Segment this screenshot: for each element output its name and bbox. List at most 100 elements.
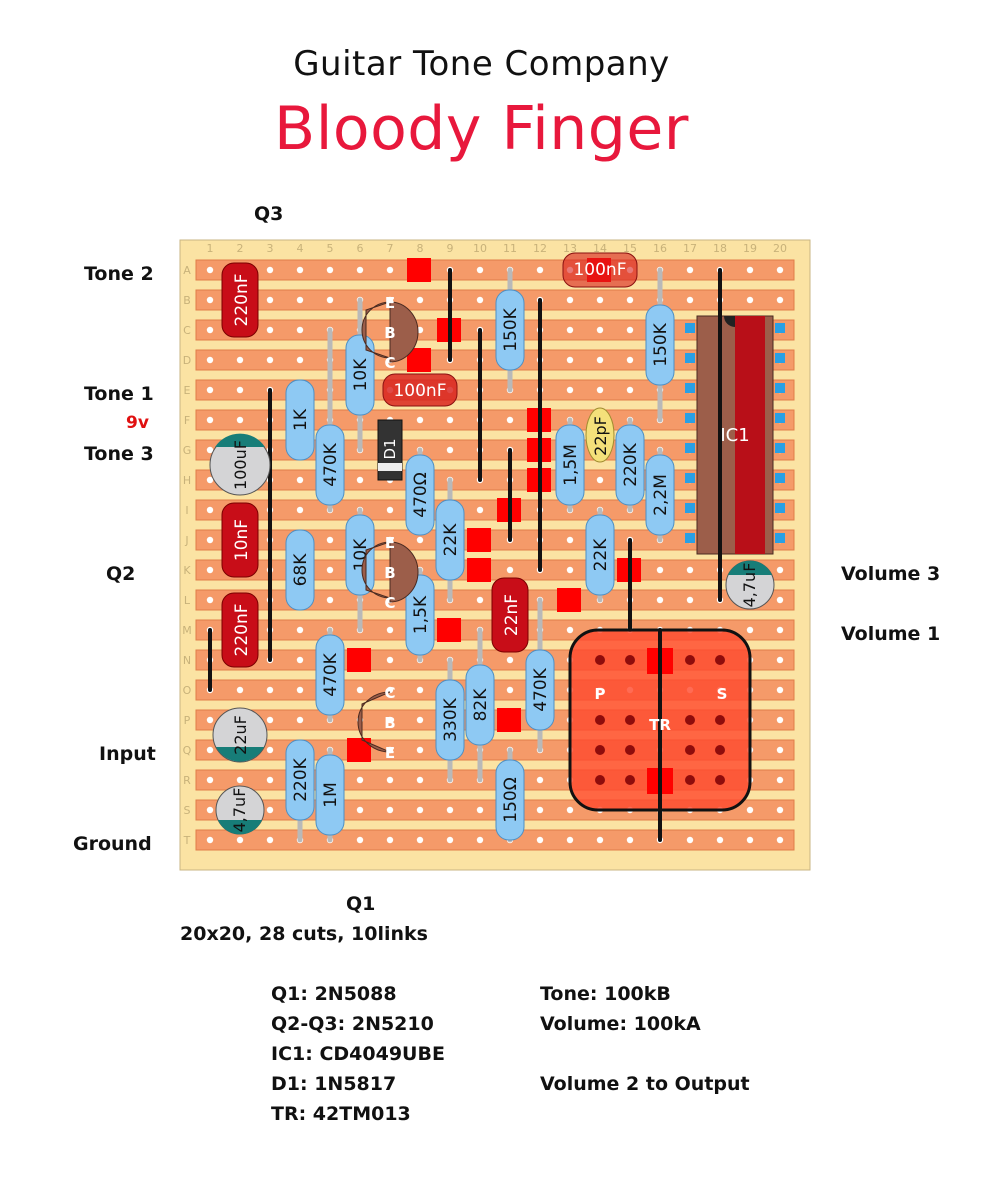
cap-100nf-top: 100nF <box>562 252 638 288</box>
hole <box>236 356 244 364</box>
copper-strip <box>195 829 795 851</box>
hole <box>356 686 364 694</box>
column-label: 14 <box>593 242 607 255</box>
hole <box>206 326 214 334</box>
svg-text:B: B <box>384 564 395 582</box>
row-label: Q <box>183 744 192 757</box>
row-label: G <box>183 444 192 457</box>
resistors: 1K 68K 220K 470K 470K 1M 10K 10K 470Ω 1,… <box>285 289 675 841</box>
resistor-10k-a: 10K <box>345 334 375 416</box>
hole <box>626 836 634 844</box>
hole <box>656 566 664 574</box>
hole <box>296 476 304 484</box>
hole <box>386 716 394 724</box>
column-label: 17 <box>683 242 697 255</box>
svg-text:470K: 470K <box>321 652 341 696</box>
hole <box>296 356 304 364</box>
hole <box>566 536 574 544</box>
hole <box>386 626 394 634</box>
hole <box>236 776 244 784</box>
hole <box>356 776 364 784</box>
column-label: 1 <box>207 242 214 255</box>
hole <box>266 686 274 694</box>
hole <box>326 296 334 304</box>
hole <box>416 746 424 754</box>
copper-strip <box>195 319 795 341</box>
resistor-1-5k: 1,5K <box>405 574 435 656</box>
hole <box>206 566 214 574</box>
hole <box>596 356 604 364</box>
hole <box>416 536 424 544</box>
hole <box>206 506 214 514</box>
hole <box>746 266 754 274</box>
row-label: E <box>184 384 191 397</box>
hole <box>416 416 424 424</box>
stats-note: 20x20, 28 cuts, 10links <box>180 923 428 945</box>
hole <box>716 836 724 844</box>
hole <box>386 506 394 514</box>
svg-text:B: B <box>384 324 395 342</box>
hole <box>386 266 394 274</box>
note-tr: TR: 42TM013 <box>271 1103 411 1125</box>
hole <box>596 326 604 334</box>
resistor-2-2m: 2,2M <box>645 454 675 536</box>
column-label: 16 <box>653 242 667 255</box>
hole <box>296 656 304 664</box>
svg-text:220nF: 220nF <box>232 273 252 326</box>
pedal-title: Bloody Finger <box>274 94 689 164</box>
hole <box>266 326 274 334</box>
svg-text:470Ω: 470Ω <box>411 472 431 517</box>
note-d1: D1: 1N5817 <box>271 1073 397 1095</box>
row-label: J <box>184 534 188 547</box>
column-label: 5 <box>327 242 334 255</box>
hole <box>776 836 784 844</box>
hole <box>266 776 274 784</box>
hole <box>416 296 424 304</box>
hole <box>776 746 784 754</box>
label-q2: Q2 <box>106 563 136 585</box>
cap-4-7uf-left: 4,7uF <box>215 785 265 835</box>
label-tone2: Tone 2 <box>84 263 154 285</box>
label-volume3: Volume 3 <box>841 563 941 585</box>
label-ground: Ground <box>73 833 152 855</box>
column-label: 12 <box>533 242 547 255</box>
transistor-q1: C B E <box>357 684 396 762</box>
row-label: B <box>183 294 191 307</box>
note-tone: Tone: 100kB <box>540 983 671 1005</box>
svg-text:22K: 22K <box>591 538 611 572</box>
svg-text:470K: 470K <box>531 667 551 711</box>
hole <box>596 476 604 484</box>
hole <box>626 356 634 364</box>
hole <box>266 806 274 814</box>
svg-text:22pF: 22pF <box>591 416 610 456</box>
hole <box>386 776 394 784</box>
column-label: 19 <box>743 242 757 255</box>
resistor-330k: 330K <box>435 679 465 761</box>
label-tone3: Tone 3 <box>84 443 154 465</box>
column-label: 13 <box>563 242 577 255</box>
hole <box>266 266 274 274</box>
hole <box>206 356 214 364</box>
hole <box>296 506 304 514</box>
parts-list-right: Tone: 100kB Volume: 100kA Volume 2 to Ou… <box>540 983 750 1103</box>
hole <box>626 386 634 394</box>
resistor-150k-b: 150K <box>645 304 675 386</box>
svg-text:220K: 220K <box>621 442 641 486</box>
hole <box>626 326 634 334</box>
svg-text:1,5K: 1,5K <box>411 595 431 634</box>
cap-100uf: 100uF <box>209 433 271 496</box>
hole <box>566 806 574 814</box>
column-label: 20 <box>773 242 787 255</box>
hole <box>416 686 424 694</box>
hole <box>416 836 424 844</box>
hole <box>776 596 784 604</box>
label-input: Input <box>99 743 156 765</box>
hole <box>356 836 364 844</box>
hole <box>656 596 664 604</box>
hole <box>776 626 784 634</box>
row-label: T <box>183 834 191 847</box>
svg-text:150K: 150K <box>501 307 521 351</box>
resistor-10k-b: 10K <box>345 514 375 596</box>
hole <box>476 506 484 514</box>
resistor-150k-a: 150K <box>495 289 525 371</box>
